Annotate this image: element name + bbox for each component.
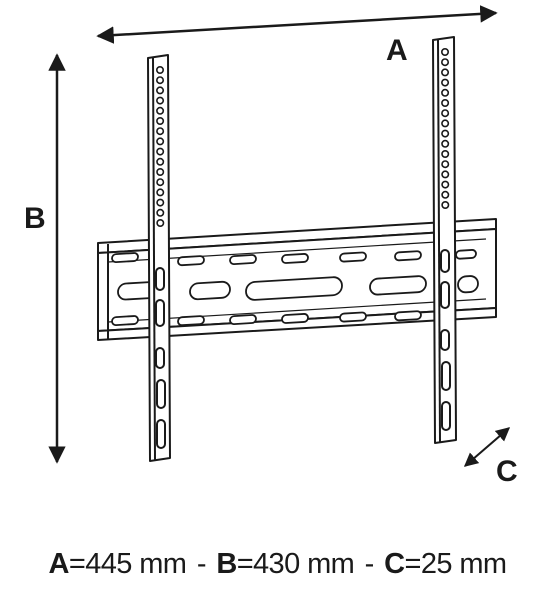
mounting-hole	[441, 119, 450, 128]
caption-value-c: =25 mm	[404, 548, 508, 580]
mounting-hole	[156, 86, 165, 95]
mounting-hole	[156, 137, 165, 146]
mounting-hole	[441, 160, 450, 169]
dimension-c-arrow	[463, 427, 511, 467]
caption-key-a: A	[48, 548, 70, 580]
mounting-hole	[441, 129, 450, 138]
mounting-hole	[441, 58, 450, 67]
mounting-hole	[441, 99, 450, 108]
mounting-hole	[156, 178, 165, 187]
caption-key-c: C	[384, 548, 405, 580]
caption-value-b: =430 mm	[236, 548, 355, 580]
dimension-c-label: C	[496, 455, 518, 488]
mounting-hole	[156, 117, 165, 126]
caption-key-b: B	[216, 548, 237, 580]
mounting-hole	[441, 170, 450, 179]
dimension-a-label: A	[386, 34, 408, 67]
left-bracket-holes	[156, 66, 165, 228]
mounting-hole	[440, 47, 449, 56]
mounting-hole	[156, 147, 165, 156]
mounting-hole	[156, 219, 165, 228]
mounting-hole	[156, 96, 165, 105]
mounting-hole	[441, 201, 450, 210]
left-bracket-arm	[147, 54, 171, 462]
mounting-hole	[156, 198, 165, 207]
right-bracket-holes	[440, 47, 450, 210]
mounting-hole	[156, 106, 165, 115]
mounting-hole	[156, 168, 165, 177]
caption-separator: -	[357, 548, 382, 580]
mounting-hole	[441, 109, 450, 118]
mounting-hole	[441, 78, 450, 87]
mounting-hole	[441, 150, 450, 159]
caption-value-a: =445 mm	[68, 548, 187, 580]
mounting-hole	[156, 208, 165, 217]
dimension-b-label: B	[24, 202, 46, 235]
caption-separator: -	[189, 548, 214, 580]
right-bracket-arm	[432, 36, 457, 444]
mounting-hole	[156, 127, 165, 136]
mounting-hole	[156, 157, 165, 166]
mounting-hole	[441, 190, 450, 199]
mounting-hole	[156, 188, 165, 197]
mounting-hole	[441, 180, 450, 189]
tv-wall-mount-diagram: A B C	[24, 5, 518, 488]
mounting-hole	[441, 88, 450, 97]
mounting-hole	[441, 68, 450, 77]
mounting-hole	[441, 139, 450, 148]
mounting-hole	[156, 66, 165, 75]
dimensions-caption: A=445 mm - B=430 mm - C=25 mm	[0, 548, 555, 581]
mounting-hole	[156, 76, 165, 85]
dimension-a-arrow	[96, 5, 498, 44]
